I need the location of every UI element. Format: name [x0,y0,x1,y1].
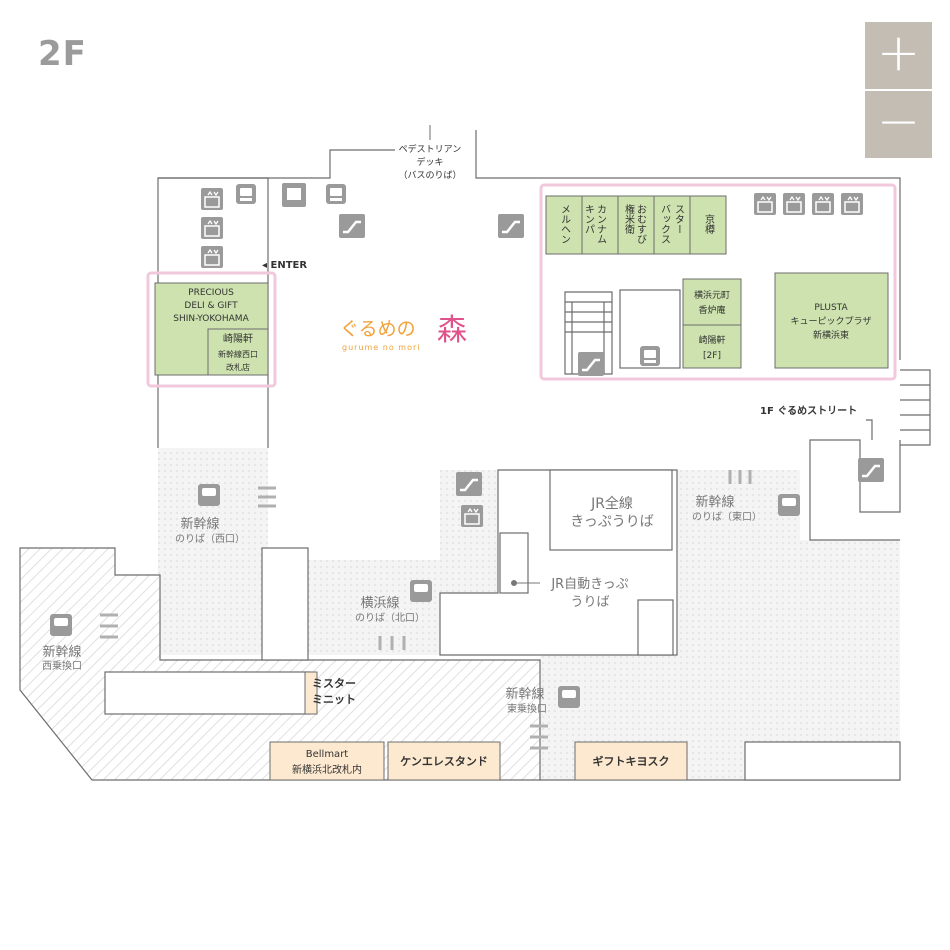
svg-text:キンパ: キンパ [583,204,595,234]
jr-tickets-label: JR全線 きっぷうりば [570,495,653,530]
shinkansen-east-label: 新幹線 のりば（東口） [692,494,762,523]
svg-text:新幹線: 新幹線 [695,494,734,510]
shop-kiyoken-west[interactable]: 崎陽軒 新幹線西口 改札店 [207,328,269,376]
shop-bellmart[interactable]: Bellmart 新横浜北改札内 [269,741,385,781]
shop-koroan[interactable]: 横浜元町 香炉庵 [682,278,742,326]
svg-text:うりば: うりば [570,595,609,610]
gate-ticks [100,470,752,750]
svg-text:森: 森 [437,313,467,348]
svg-text:Bellmart: Bellmart [306,749,349,760]
zoom-out-button[interactable]: − [865,91,932,158]
svg-text:SHIN-YOKOHAMA: SHIN-YOKOHAMA [173,314,249,324]
svg-text:gurume no mori: gurume no mori [342,343,420,352]
svg-text:新幹線西口: 新幹線西口 [218,349,258,359]
shop-starbucks[interactable] [653,195,691,255]
svg-text:崎陽軒: 崎陽軒 [698,334,725,346]
svg-text:のりば（西口）: のりば（西口） [175,533,245,545]
shop-mister-minit[interactable]: ミスター ミニット [304,671,356,715]
svg-text:バックス: バックス [659,204,671,244]
svg-text:おむすび: おむすび [635,204,647,244]
svg-text:権米衛: 権米衛 [623,203,635,235]
svg-text:（バスのりば）: （バスのりば） [398,170,461,181]
shop-kanemu[interactable] [581,195,619,255]
svg-text:改札店: 改札店 [226,362,250,372]
svg-text:新横浜北改札内: 新横浜北改札内 [292,763,362,776]
svg-text:DELI & GIFT: DELI & GIFT [184,301,238,311]
shop-row-east [545,195,727,255]
walls [104,130,931,781]
shop-row-east-labels: メルヘン カンナム キンパ おむすび 権米衛 スター バックス 京樽 [559,203,715,244]
jr-auto-tickets-label: JR自動きっぷ うりば [511,577,629,610]
gurume-no-mori-logo: ぐるめの 森 gurume no mori [340,313,467,352]
svg-text:ギフトキヨスク: ギフトキヨスク [593,754,670,768]
svg-text:[2F]: [2F] [703,351,721,361]
shop-marchen-label: メルヘン [559,204,571,244]
svg-text:JR全線: JR全線 [590,495,633,512]
svg-text:西乗換口: 西乗換口 [42,660,82,672]
floor-label: 2F [38,34,87,74]
shinkansen-west-transfer-label: 新幹線 西乗換口 [42,644,82,672]
svg-text:きっぷうりば: きっぷうりば [570,514,653,530]
svg-text:ミニット: ミニット [312,693,356,706]
shop-kiyoken-2f[interactable]: 崎陽軒 [2F] [682,324,742,369]
svg-text:のりば（北口）: のりば（北口） [355,612,425,624]
svg-text:香炉庵: 香炉庵 [698,304,725,316]
svg-text:京樽: 京樽 [703,213,715,235]
svg-text:キューピックプラザ: キューピックプラザ [790,316,871,327]
highlight-frames [146,183,897,388]
svg-text:崎陽軒: 崎陽軒 [223,332,253,345]
atm-icon [282,183,306,207]
pedestrian-deck-label: ペデストリアン デッキ （バスのりば） [398,125,462,181]
svg-text:新横浜東: 新横浜東 [813,329,849,341]
shop-kyoya[interactable] [689,195,727,255]
svg-text:PLUSTA: PLUSTA [814,303,848,313]
zoom-in-button[interactable]: + [865,22,932,89]
street-1f-label: 1F ぐるめストリート [760,405,857,417]
svg-text:新幹線: 新幹線 [180,516,219,532]
svg-text:のりば（東口）: のりば（東口） [692,510,762,523]
svg-text:東乗換口: 東乗換口 [507,702,547,715]
svg-text:新幹線: 新幹線 [42,644,81,660]
svg-text:スター: スター [673,204,685,234]
svg-text:横浜元町: 横浜元町 [694,289,730,301]
train-icon [50,484,800,708]
svg-text:デッキ: デッキ [416,156,443,168]
enter-label: ◂ ENTER [262,260,307,271]
shinkansen-west-label: 新幹線 のりば（西口） [175,516,245,545]
shinkansen-east-transfer-label: 新幹線 東乗換口 [505,686,547,715]
yokohama-line-label: 横浜線 のりば（北口） [355,595,425,624]
svg-text:ぐるめの: ぐるめの [340,318,416,340]
hatched-area [19,547,541,781]
svg-text:PRECIOUS: PRECIOUS [188,288,234,298]
svg-text:JR自動きっぷ: JR自動きっぷ [550,577,628,592]
shop-okome[interactable] [617,195,655,255]
svg-text:カンナム: カンナム [595,204,607,244]
shop-kenele[interactable]: ケンエレスタンド [387,741,501,781]
svg-text:ケンエレスタンド: ケンエレスタンド [400,755,488,768]
svg-text:ミスター: ミスター [312,677,356,690]
shop-plusta[interactable]: PLUSTA キューピックプラザ 新横浜東 [774,272,889,369]
svg-text:ペデストリアン: ペデストリアン [399,143,462,155]
svg-text:横浜線: 横浜線 [360,595,399,611]
shop-gift-kiosk[interactable]: ギフトキヨスク [574,741,688,781]
svg-text:新幹線: 新幹線 [505,686,544,702]
